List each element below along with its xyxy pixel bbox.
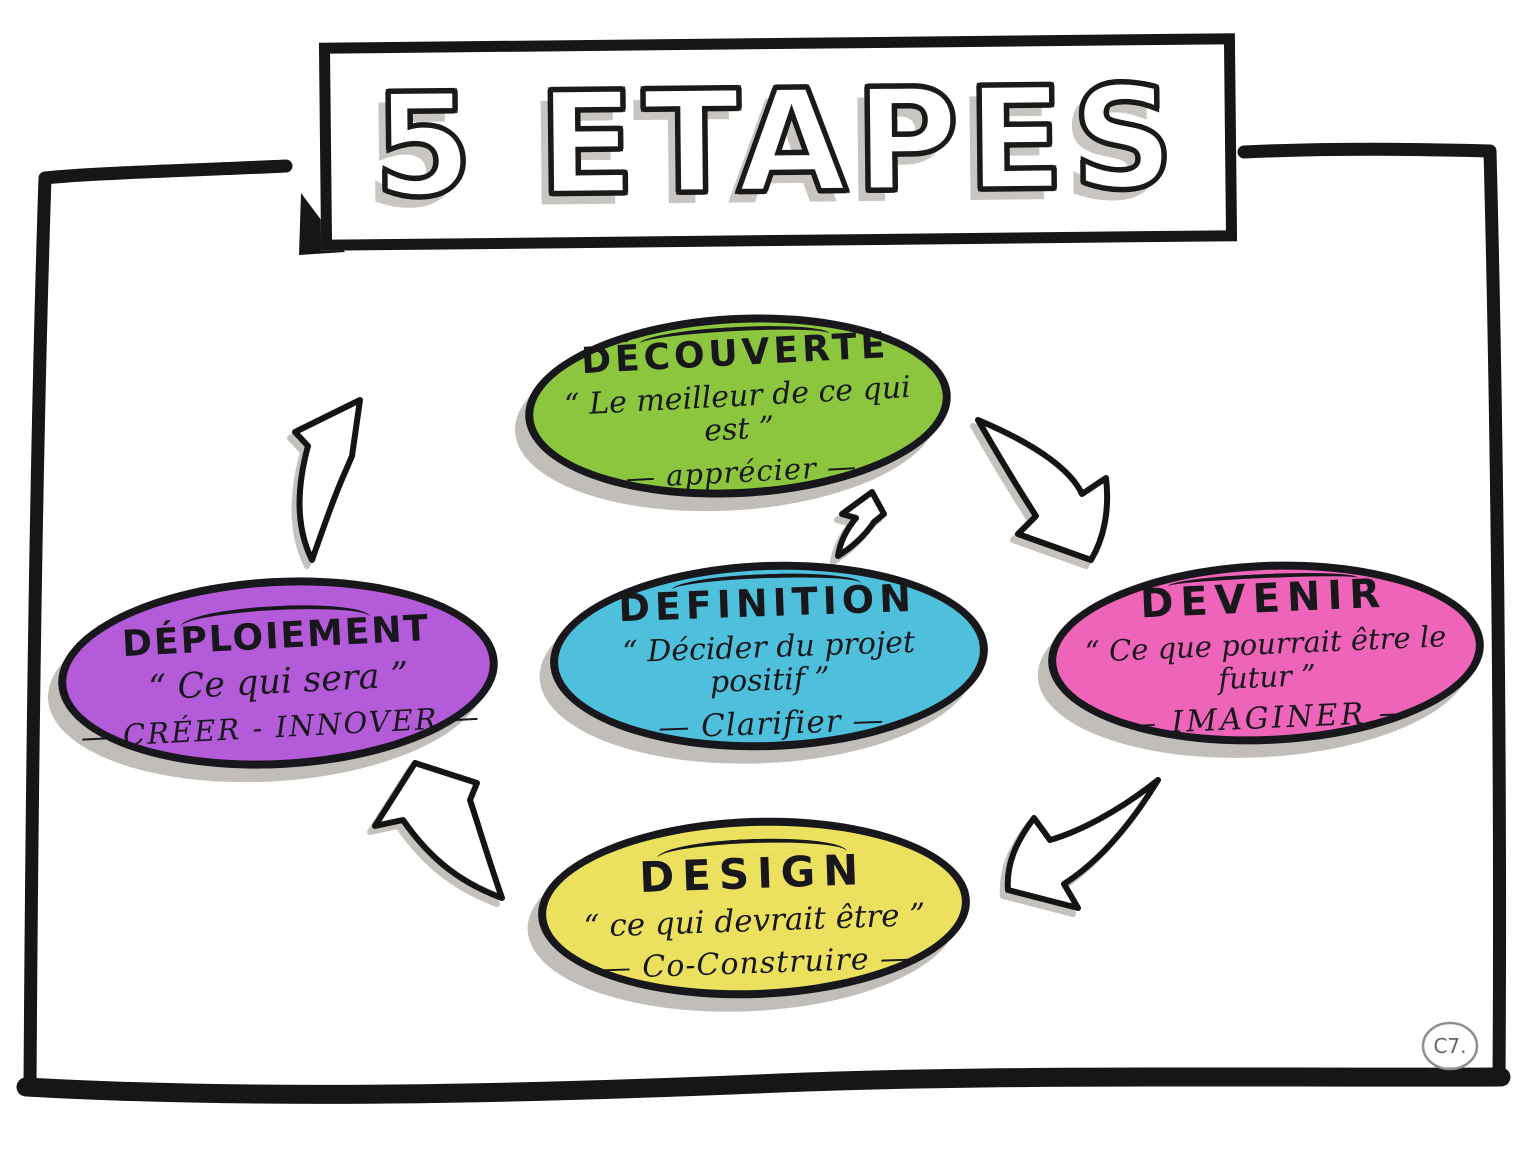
arrow-devenir-to-design-icon bbox=[1004, 777, 1161, 911]
stage-title: DEVENIR bbox=[1139, 570, 1389, 628]
author-signature: C7. bbox=[1421, 1021, 1479, 1071]
stage-quote: “ ce qui devrait être ” bbox=[583, 896, 926, 945]
arrow-definition-to-decouverte-icon bbox=[835, 489, 887, 559]
stage-keyword: — Clarifier — bbox=[657, 702, 885, 746]
hand-drawn-frame bbox=[16, 142, 1511, 1104]
arrow-design-to-deploiement-icon bbox=[372, 760, 505, 901]
arrow-deploiement-to-decouverte-icon bbox=[292, 397, 363, 563]
arrow-decouverte-to-devenir-icon bbox=[975, 417, 1111, 563]
signature-text: C7. bbox=[1433, 1034, 1466, 1058]
frame-bottom-border bbox=[16, 1067, 1511, 1104]
stage-keyword: — Co-Construire — bbox=[600, 940, 912, 987]
stage-title: DEFINITION bbox=[617, 575, 917, 631]
stage-title: DESIGN bbox=[638, 844, 868, 902]
stage-quote: “ Le meilleur de ce qui est ” bbox=[563, 369, 912, 450]
stage-quote: “ Ce qui sera ” bbox=[147, 655, 410, 709]
stage-quote: “ Décider du projet positif ” bbox=[621, 624, 916, 701]
frame-left-border bbox=[23, 159, 293, 1095]
stage-quote: “ Ce que pourrait être le futur ” bbox=[1084, 619, 1447, 696]
signature-circle bbox=[1421, 1021, 1479, 1071]
page-title: 5 ETAPES bbox=[370, 53, 1185, 231]
title-banner: 5 ETAPES bbox=[318, 33, 1238, 251]
frame-right-border bbox=[1237, 142, 1507, 1086]
cycle-arrows bbox=[292, 397, 1161, 911]
